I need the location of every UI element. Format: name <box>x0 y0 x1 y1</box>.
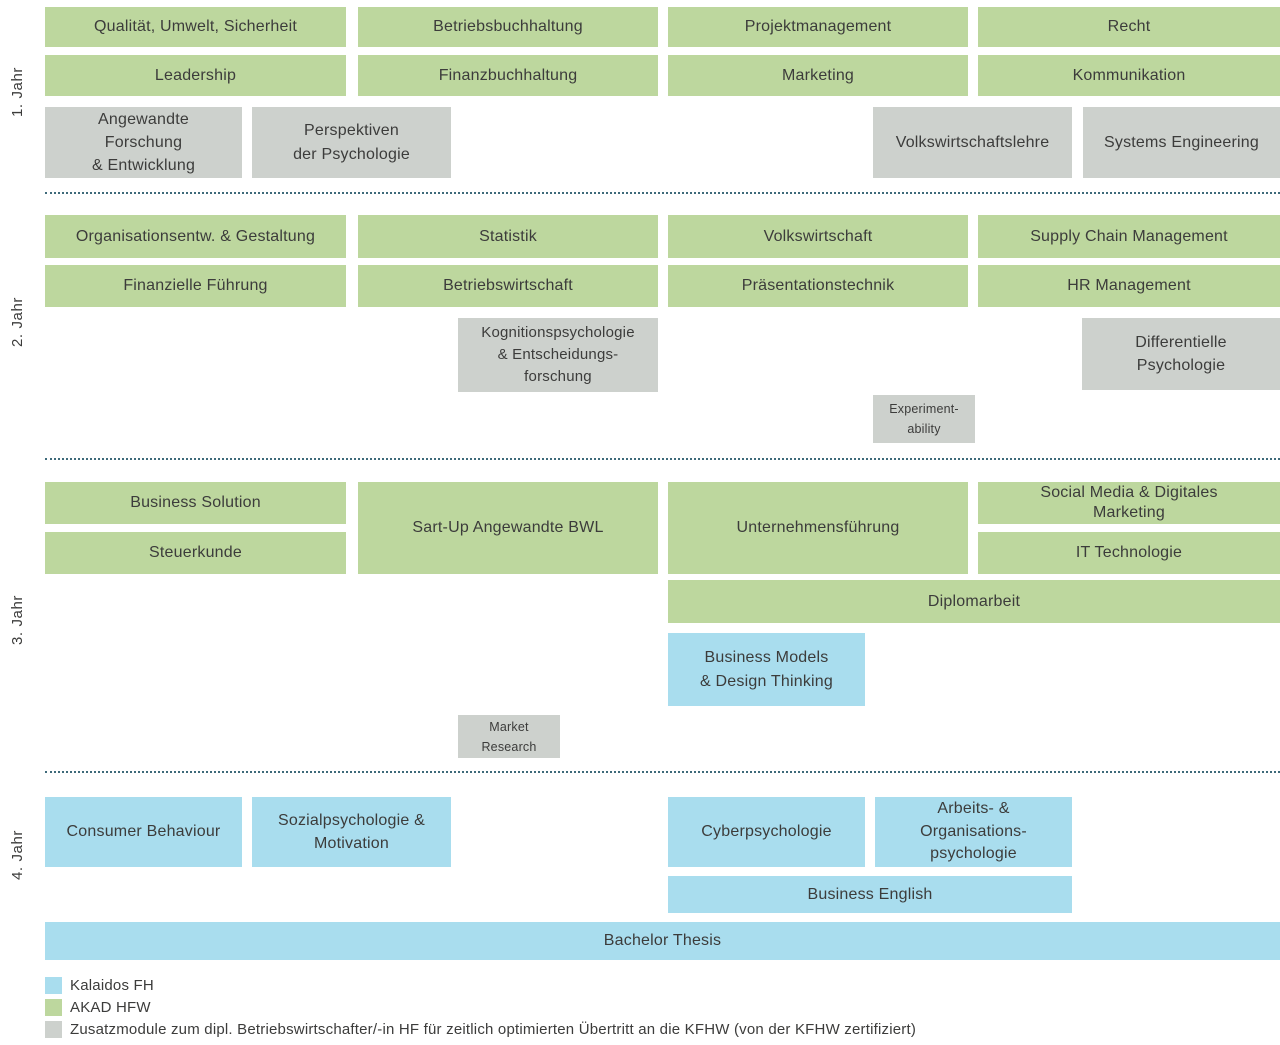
module-experimentability: Experiment- ability <box>873 395 975 443</box>
legend-label-kalaidos: Kalaidos FH <box>70 977 154 994</box>
module-business-models-design-thinking: Business Models & Design Thinking <box>668 633 865 706</box>
module-business-solution: Business Solution <box>45 482 346 524</box>
legend-item-akad: AKAD HFW <box>45 999 916 1016</box>
year-label-1: 1. Jahr <box>9 66 26 118</box>
module-volkswirtschaft: Volkswirtschaft <box>668 215 968 258</box>
module-social-media-digitales-marketing: Social Media & Digitales Marketing <box>978 482 1280 524</box>
module-sartup-angewandte-bwl: Sart-Up Angewandte BWL <box>358 482 658 574</box>
module-qualitaet-umwelt-sicherheit: Qualität, Umwelt, Sicherheit <box>45 7 346 47</box>
module-marketing: Marketing <box>668 55 968 96</box>
module-business-english: Business English <box>668 876 1072 913</box>
module-systems-engineering: Systems Engineering <box>1083 107 1280 178</box>
module-betriebswirtschaft: Betriebswirtschaft <box>358 265 658 307</box>
module-leadership: Leadership <box>45 55 346 96</box>
module-diplomarbeit: Diplomarbeit <box>668 580 1280 623</box>
year-divider-3 <box>45 771 1280 773</box>
module-finanzielle-fuehrung: Finanzielle Führung <box>45 265 346 307</box>
module-unternehmensfuehrung: Unternehmensführung <box>668 482 968 574</box>
module-it-technologie: IT Technologie <box>978 532 1280 574</box>
module-arbeits-organisationspsychologie: Arbeits- & Organisations- psychologie <box>875 797 1072 867</box>
module-statistik: Statistik <box>358 215 658 258</box>
module-kommunikation: Kommunikation <box>978 55 1280 96</box>
module-praesentationstechnik: Präsentationstechnik <box>668 265 968 307</box>
legend-swatch-akad <box>45 999 62 1016</box>
module-hr-management: HR Management <box>978 265 1280 307</box>
module-consumer-behaviour: Consumer Behaviour <box>45 797 242 867</box>
year-divider-2 <box>45 458 1280 460</box>
module-market-research: Market Research <box>458 715 560 758</box>
legend-item-zusatzmodule: Zusatzmodule zum dipl. Betriebswirtschaf… <box>45 1021 916 1038</box>
legend: Kalaidos FH AKAD HFW Zusatzmodule zum di… <box>45 977 916 1043</box>
legend-label-zusatzmodule: Zusatzmodule zum dipl. Betriebswirtschaf… <box>70 1021 917 1038</box>
year-divider-1 <box>45 192 1280 194</box>
module-recht: Recht <box>978 7 1280 47</box>
module-bachelor-thesis: Bachelor Thesis <box>45 922 1280 960</box>
module-projektmanagement: Projektmanagement <box>668 7 968 47</box>
legend-swatch-kalaidos <box>45 977 62 994</box>
module-finanzbuchhaltung: Finanzbuchhaltung <box>358 55 658 96</box>
module-supply-chain-management: Supply Chain Management <box>978 215 1280 258</box>
module-betriebsbuchhaltung: Betriebsbuchhaltung <box>358 7 658 47</box>
legend-swatch-zusatzmodule <box>45 1021 62 1038</box>
module-perspektiven-der-psychologie: Perspektiven der Psychologie <box>252 107 451 178</box>
legend-item-kalaidos: Kalaidos FH <box>45 977 916 994</box>
module-sozialpsychologie-motivation: Sozialpsychologie & Motivation <box>252 797 451 867</box>
legend-label-akad: AKAD HFW <box>70 999 151 1016</box>
module-steuerkunde: Steuerkunde <box>45 532 346 574</box>
module-volkswirtschaftslehre: Volkswirtschaftslehre <box>873 107 1072 178</box>
year-label-2: 2. Jahr <box>9 296 26 348</box>
module-kognitionspsychologie-entscheidungsforschung: Kognitionspsychologie & Entscheidungs- f… <box>458 318 658 392</box>
module-organisationsentw-gestaltung: Organisationsentw. & Gestaltung <box>45 215 346 258</box>
year-label-3: 3. Jahr <box>9 594 26 646</box>
module-cyberpsychologie: Cyberpsychologie <box>668 797 865 867</box>
year-label-4: 4. Jahr <box>9 829 26 881</box>
module-differentielle-psychologie: Differentielle Psychologie <box>1082 318 1280 390</box>
module-angewandte-forschung-entwicklung: Angewandte Forschung & Entwicklung <box>45 107 242 178</box>
